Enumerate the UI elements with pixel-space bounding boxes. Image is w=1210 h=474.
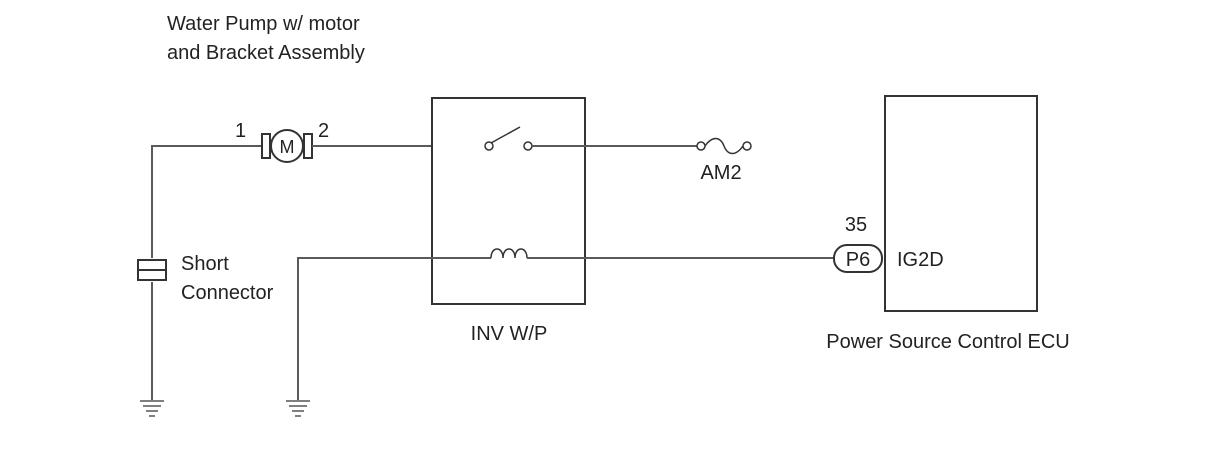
ecu-pin-number: 35 (845, 214, 867, 236)
ground-icon (140, 400, 164, 417)
motor-symbol: M (280, 137, 295, 157)
ecu-box (884, 95, 1038, 312)
ecu-connector (833, 244, 883, 273)
relay-label: INV W/P (471, 323, 548, 345)
short-connector-label-line2: Connector (181, 282, 274, 304)
ecu-label: Power Source Control ECU (826, 331, 1069, 353)
ecu-terminal-label: IG2D (897, 249, 944, 271)
ecu-connector-label: P6 (846, 249, 870, 271)
motor-assembly-label-line1: Water Pump w/ motor (167, 13, 360, 35)
switch-icon (484, 126, 533, 151)
fuse-icon (696, 137, 752, 155)
relay-box (431, 97, 586, 305)
coil-icon (490, 248, 528, 259)
ground-to-coil-wire (297, 257, 491, 400)
ground-icon (286, 400, 310, 417)
motor-assembly-label-line2: and Bracket Assembly (167, 42, 365, 64)
fuse-label: AM2 (700, 162, 741, 184)
motor-pin-1: 1 (235, 120, 246, 142)
motor-icon: M (261, 129, 313, 163)
short-connector-label-line1: Short (181, 253, 229, 275)
motor-pin-2: 2 (318, 120, 329, 142)
left-wire (151, 145, 262, 258)
short-connector-icon (137, 259, 167, 281)
